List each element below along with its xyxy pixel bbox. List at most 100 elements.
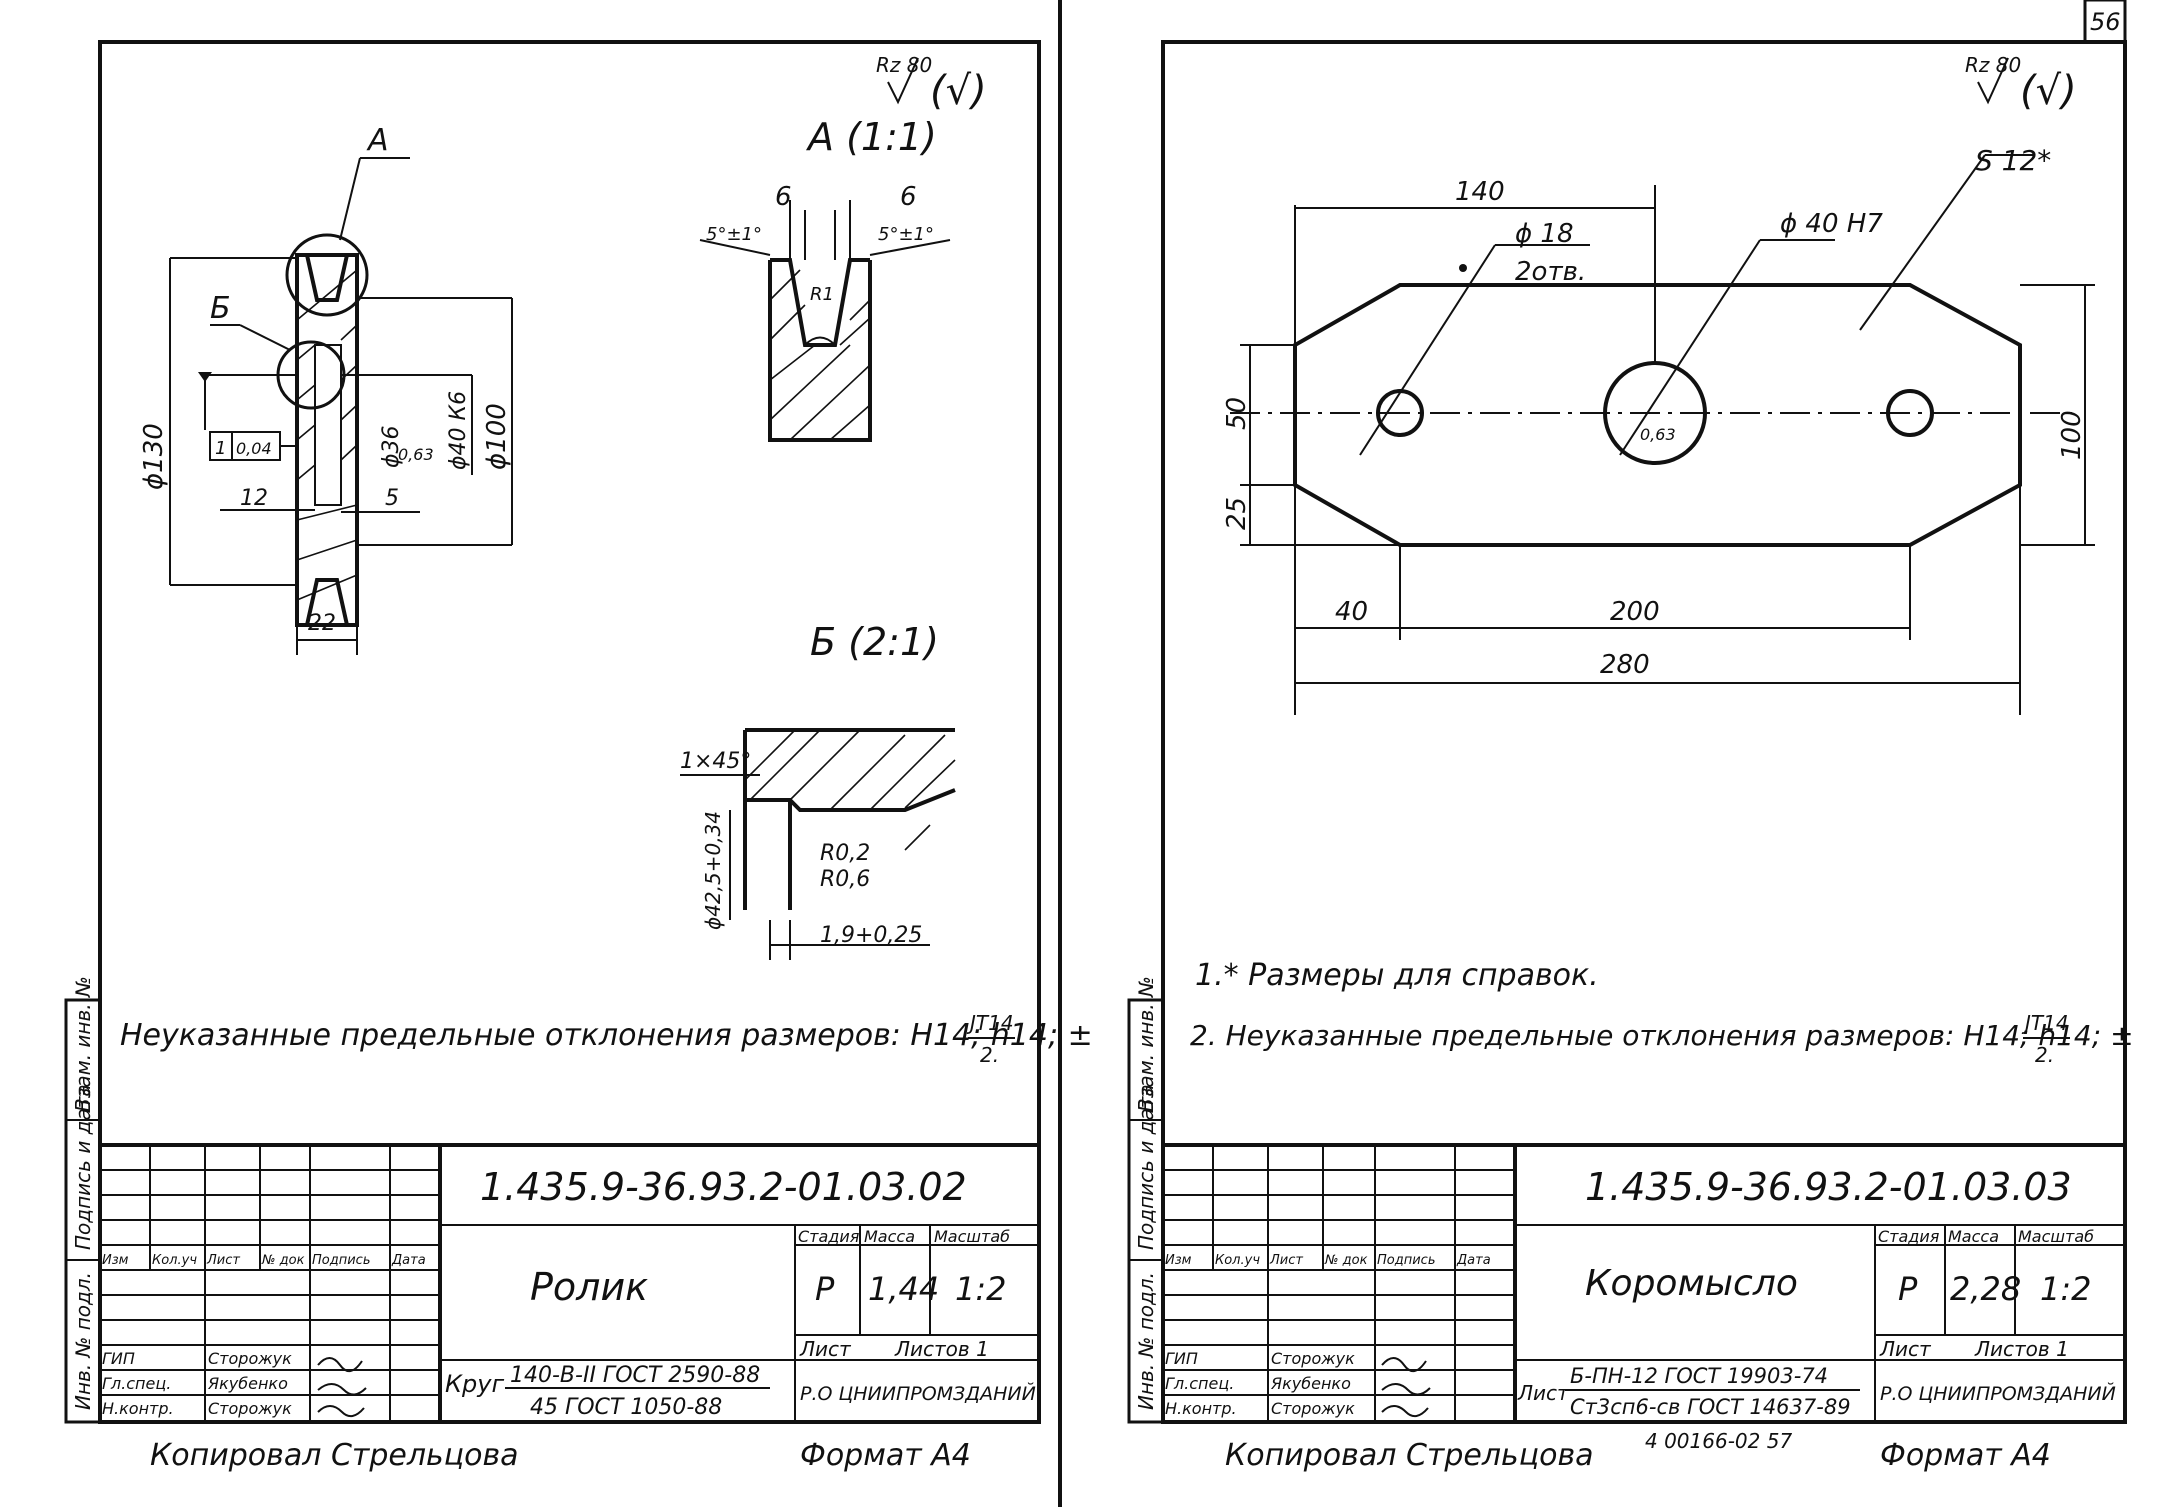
left-sheets-hdr: Листов 1 xyxy=(894,1337,989,1361)
right-col-sign: Подпись xyxy=(1377,1253,1435,1268)
right-role-glspec: Гл.спец. xyxy=(1165,1374,1234,1393)
left-title-block: Изм Кол.уч Лист № док Подпись Дата ГИП Г… xyxy=(100,1143,1039,1422)
right-col-list: Лист xyxy=(1269,1253,1303,1268)
right-note-1: 1.* Размеры для справок. xyxy=(1195,958,1599,993)
page-number-box xyxy=(2083,0,2127,44)
rocker-dim-280: 280 xyxy=(1600,650,1650,680)
left-scale-hdr: Масштаб xyxy=(934,1227,1010,1246)
left-signatures xyxy=(317,1357,367,1418)
left-name-3: Сторожук xyxy=(208,1399,292,1418)
left-format: Формат А4 xyxy=(800,1438,971,1473)
left-note-frac-den: 2. xyxy=(980,1043,999,1067)
archive-number: 4 00166-02 57 xyxy=(1645,1429,1792,1453)
left-name-2: Якубенко xyxy=(207,1374,288,1393)
detail-a-view xyxy=(699,200,951,442)
right-copied-by: Копировал Стрельцова xyxy=(1225,1438,1594,1473)
left-note: Неуказанные предельные отклонения размер… xyxy=(120,1018,1093,1053)
rocker-dim-140: 140 xyxy=(1455,177,1505,207)
page-number: 56 xyxy=(2090,8,2121,36)
right-stamp-inv: Инв. № подл. xyxy=(1134,1272,1158,1410)
rocker-holes: 2отв. xyxy=(1515,257,1586,287)
right-material-1: Лист xyxy=(1517,1381,1570,1405)
dim-22: 22 xyxy=(308,611,336,636)
right-col-date: Дата xyxy=(1456,1253,1491,1268)
tol-box-1: 1 xyxy=(215,438,226,459)
left-roughness-paren: (√) xyxy=(930,68,987,114)
right-roughness-value: Rz 80 xyxy=(1965,53,2021,77)
left-stamp-sign: Подпись и дата xyxy=(71,1084,95,1250)
right-roughness-icon xyxy=(1977,57,2009,105)
detail-a-dim-6-right: 6 xyxy=(900,182,917,212)
right-part-name: Коромысло xyxy=(1585,1263,1798,1304)
detail-a-callout-circle xyxy=(285,233,369,317)
right-org: Р.О ЦНИИПРОМЗДАНИЙ xyxy=(1880,1382,2116,1405)
right-sheet-hdr: Лист xyxy=(1879,1337,1932,1361)
rocker-dim-200: 200 xyxy=(1610,597,1660,627)
detail-a-angle-right: 5°±1° xyxy=(878,224,934,245)
rocker-dim-50: 50 xyxy=(1222,397,1252,430)
right-scale-hdr: Масштаб xyxy=(2018,1227,2094,1246)
left-col-date: Дата xyxy=(391,1253,426,1268)
right-name-2: Якубенко xyxy=(1270,1374,1351,1393)
left-part-name: Ролик xyxy=(530,1265,648,1309)
detail-a-marker: А xyxy=(366,123,389,158)
left-col-doc: № док xyxy=(261,1253,305,1268)
left-material-1: Круг xyxy=(445,1370,504,1398)
left-stage-hdr: Стадия xyxy=(798,1227,860,1246)
detail-b-marker: Б xyxy=(210,291,231,326)
left-col-list: Лист xyxy=(206,1253,240,1268)
left-role-nkontr: Н.контр. xyxy=(102,1399,174,1418)
dim-d36: ϕ36 xyxy=(379,425,404,468)
right-scale: 1:2 xyxy=(2040,1270,2092,1308)
left-name-1: Сторожук xyxy=(208,1349,292,1368)
right-stage-hdr: Стадия xyxy=(1878,1227,1940,1246)
rocker-dim-25: 25 xyxy=(1222,497,1252,530)
left-scale: 1:2 xyxy=(955,1270,1007,1308)
detail-b-r2: R0,6 xyxy=(820,867,870,892)
left-side-stamp: Инв. № подл. Подпись и дата Взам. инв. № xyxy=(64,976,102,1424)
left-mass: 1,44 xyxy=(868,1270,939,1308)
left-stamp-inv: Инв. № подл. xyxy=(71,1272,95,1410)
right-material-2: Б-ПН-12 ГОСТ 19903-74 xyxy=(1570,1364,1828,1388)
right-stamp-replace: Взам. инв. № xyxy=(1134,976,1158,1112)
right-mass: 2,28 xyxy=(1950,1270,2021,1308)
left-frame xyxy=(98,40,1041,1424)
right-stage: Р xyxy=(1898,1270,1918,1308)
rocker-dimension-lines xyxy=(1240,185,2095,715)
left-designation: 1.435.9-36.93.2-01.03.02 xyxy=(480,1165,967,1209)
right-signatures xyxy=(1381,1357,1431,1418)
detail-b-width: 1,9+0,25 xyxy=(820,923,922,948)
right-stamp-sign: Подпись и дата xyxy=(1134,1084,1158,1250)
rocker-dim-d40h7: ϕ 40 H7 xyxy=(1780,209,1883,239)
left-roughness-icon xyxy=(887,57,919,105)
left-material-3: 45 ГОСТ 1050-88 xyxy=(530,1395,722,1420)
right-note-frac-den: 2. xyxy=(2035,1043,2054,1067)
right-col-doc: № док xyxy=(1324,1253,1368,1268)
right-drawing: 56 Инв. № подл. Подпись и дата Взам. инв… xyxy=(1127,0,2134,1473)
left-mass-hdr: Масса xyxy=(864,1227,915,1246)
left-copied-by: Копировал Стрельцова xyxy=(150,1438,519,1473)
dim-d130: ϕ130 xyxy=(139,423,169,490)
left-sheet-hdr: Лист xyxy=(799,1337,852,1361)
dim-5: 5 xyxy=(385,486,399,511)
left-note-frac-num: JT14 xyxy=(966,1011,1014,1035)
rocker-dim-40: 40 xyxy=(1335,597,1368,627)
right-roughness-paren: (√) xyxy=(2020,68,2077,114)
rocker-dim-s12: S 12* xyxy=(1975,144,2051,177)
right-name-3: Сторожук xyxy=(1271,1399,1355,1418)
dim-12: 12 xyxy=(240,486,268,511)
left-roughness-value: Rz 80 xyxy=(876,53,932,77)
right-side-stamp: Инв. № подл. Подпись и дата Взам. инв. № xyxy=(1127,976,1165,1424)
right-material-3: Ст3сп6-св ГОСТ 14637-89 xyxy=(1570,1395,1851,1419)
left-drawing: Инв. № подл. Подпись и дата Взам. инв. №… xyxy=(64,0,1093,1507)
roller-section-view xyxy=(210,157,410,627)
dim-d40k6: ϕ40 К6 xyxy=(446,391,471,470)
detail-a-radius: R1 xyxy=(810,284,834,305)
detail-b-title: Б (2:1) xyxy=(810,620,939,664)
left-stage: Р xyxy=(815,1270,835,1308)
right-note-frac-num: JT14 xyxy=(2021,1011,2069,1035)
left-stamp-replace: Взам. инв. № xyxy=(71,976,95,1112)
left-col-izm: Изм xyxy=(102,1253,129,1268)
right-role-gip: ГИП xyxy=(1165,1349,1198,1368)
